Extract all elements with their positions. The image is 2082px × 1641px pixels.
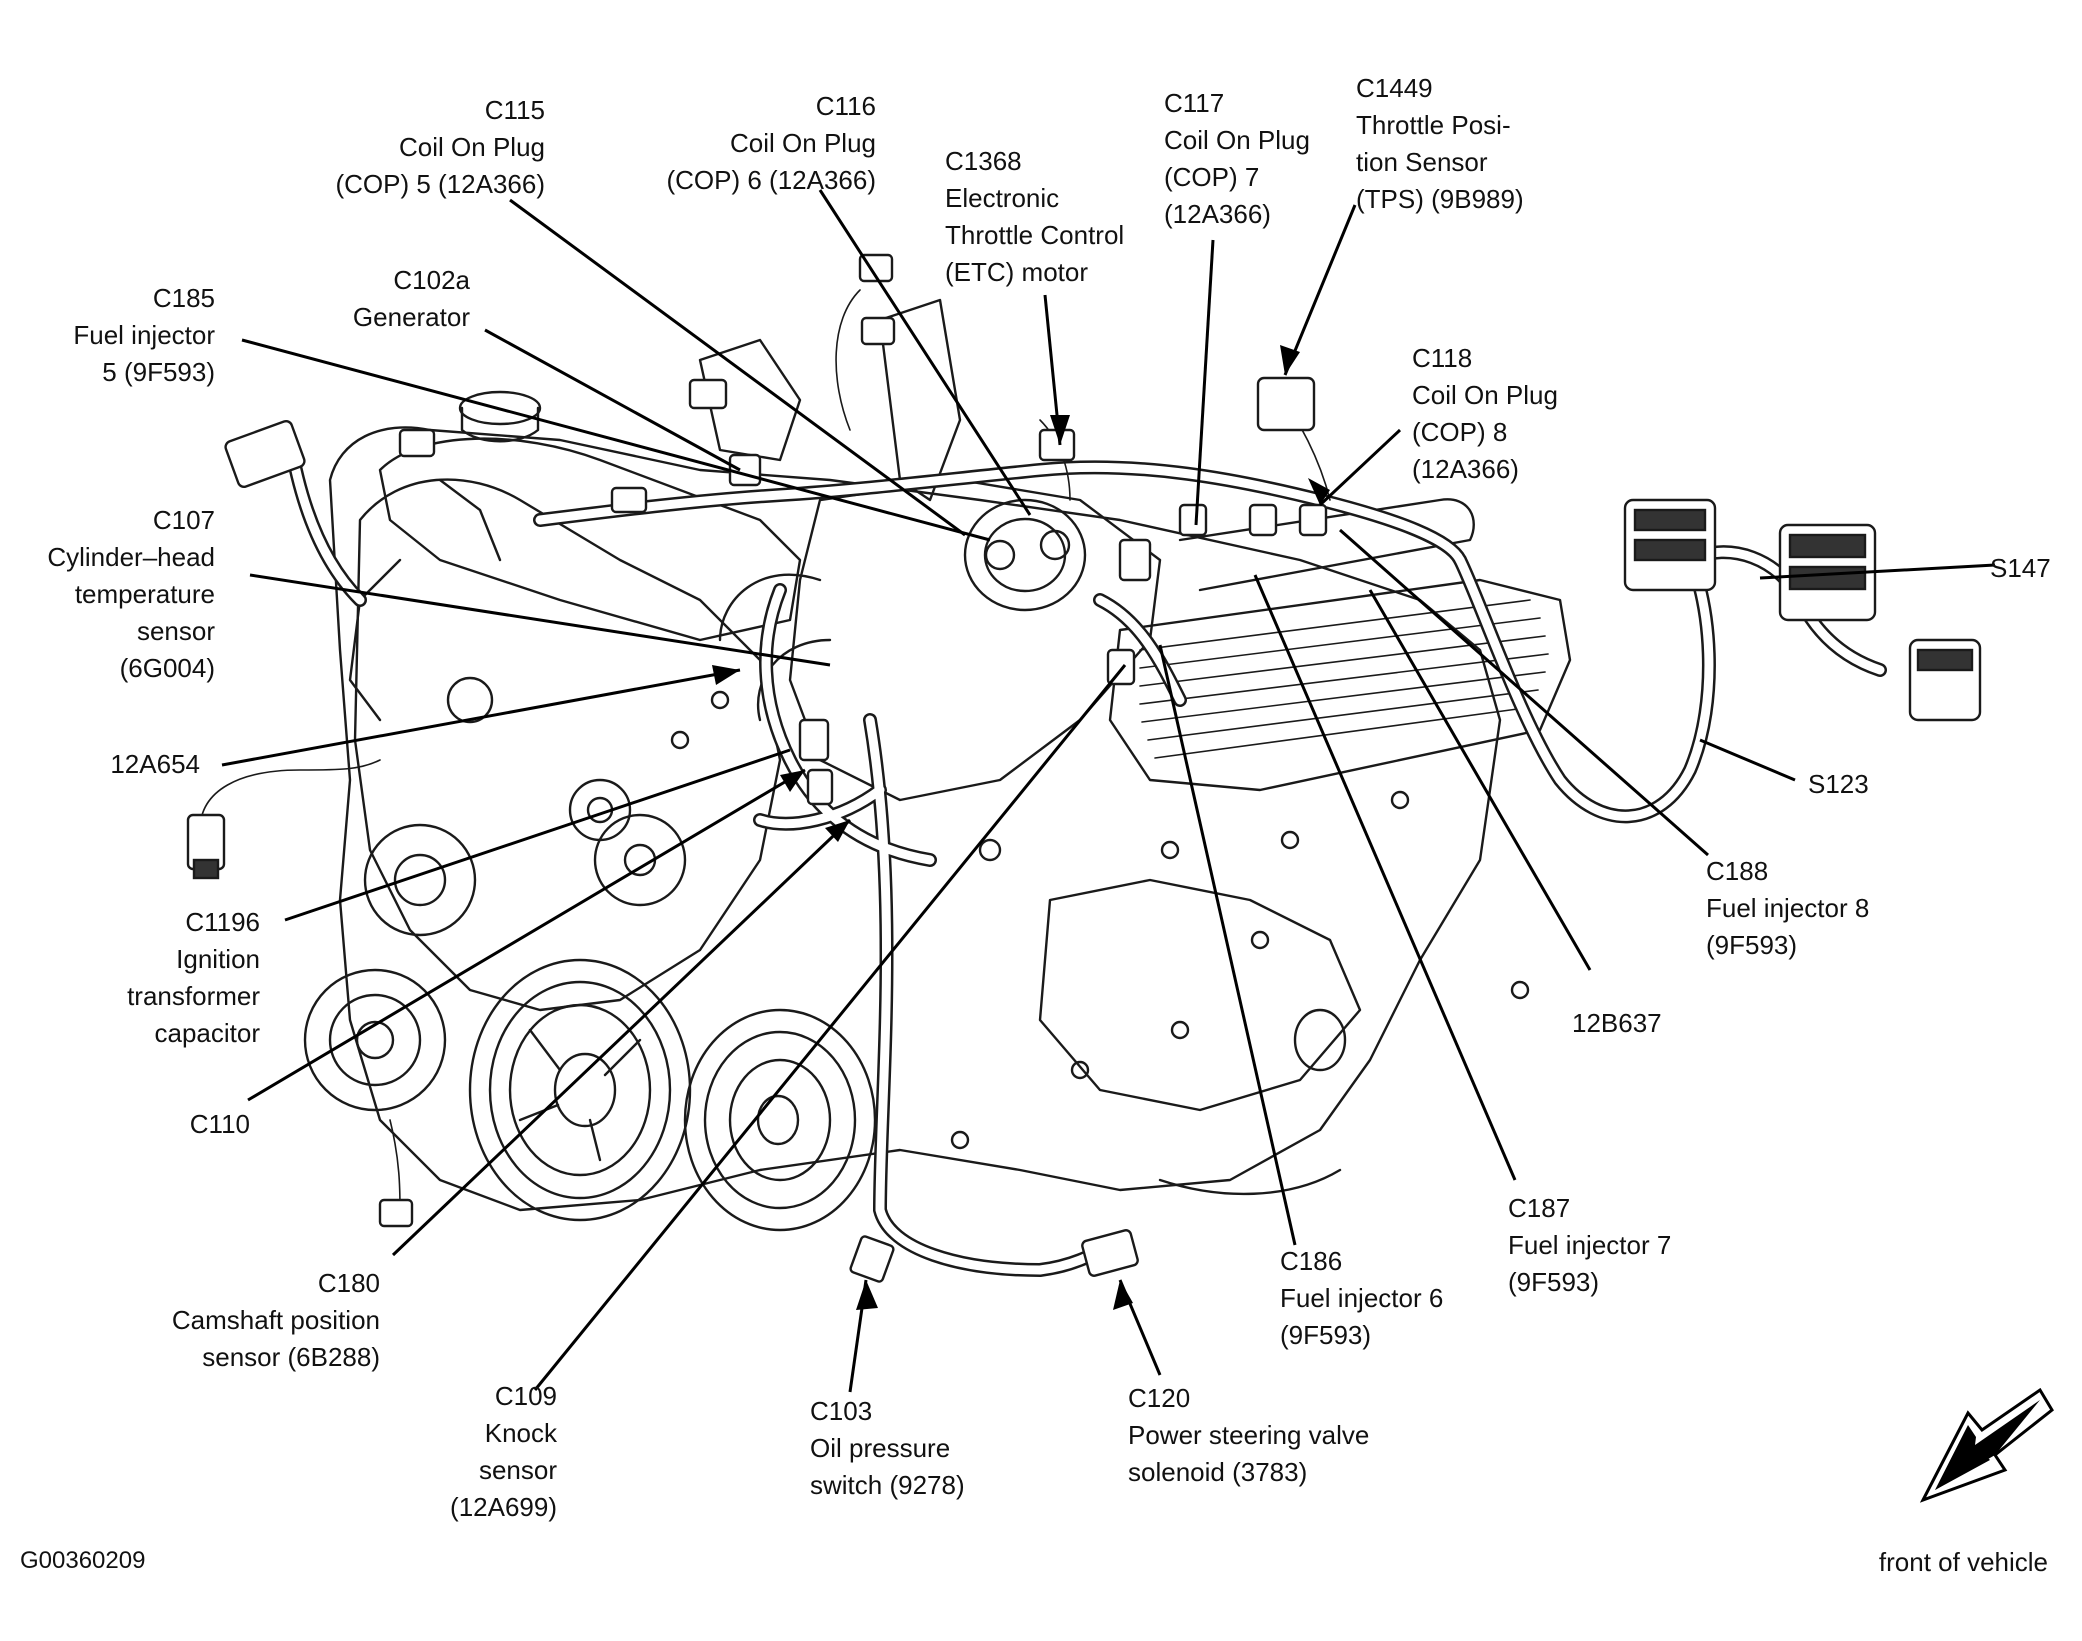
leader-lines <box>221 189 1996 1393</box>
front-of-vehicle-caption: front of vehicle <box>1878 1547 2048 1577</box>
label-s147: S147 <box>1990 553 2051 583</box>
label-c110: C110 <box>189 1109 250 1139</box>
power-steering-pulley <box>683 1008 877 1232</box>
generator <box>363 823 477 937</box>
ac-compressor <box>303 968 447 1112</box>
arrowheads <box>712 345 1330 1310</box>
figure-id: G00360209 <box>20 1547 146 1574</box>
front-of-vehicle-arrow <box>1919 1387 2054 1503</box>
label-12a654: 12A654 <box>110 749 200 779</box>
connector-tps <box>1256 376 1316 432</box>
label-s123: S123 <box>1808 769 1869 799</box>
intake-manifold <box>788 478 1162 802</box>
label-12b637: 12B637 <box>1572 1008 1662 1038</box>
connector-left-top <box>224 419 306 489</box>
throttle-body <box>963 498 1087 612</box>
engine-block-outline <box>328 426 1502 1212</box>
timing-cover <box>353 478 782 1012</box>
connector-c120 <box>1081 1229 1139 1277</box>
oil-fill-cap <box>458 390 542 426</box>
connector-c103 <box>849 1235 895 1283</box>
upper-bracket <box>878 298 962 502</box>
crankshaft-pulley <box>468 958 692 1222</box>
